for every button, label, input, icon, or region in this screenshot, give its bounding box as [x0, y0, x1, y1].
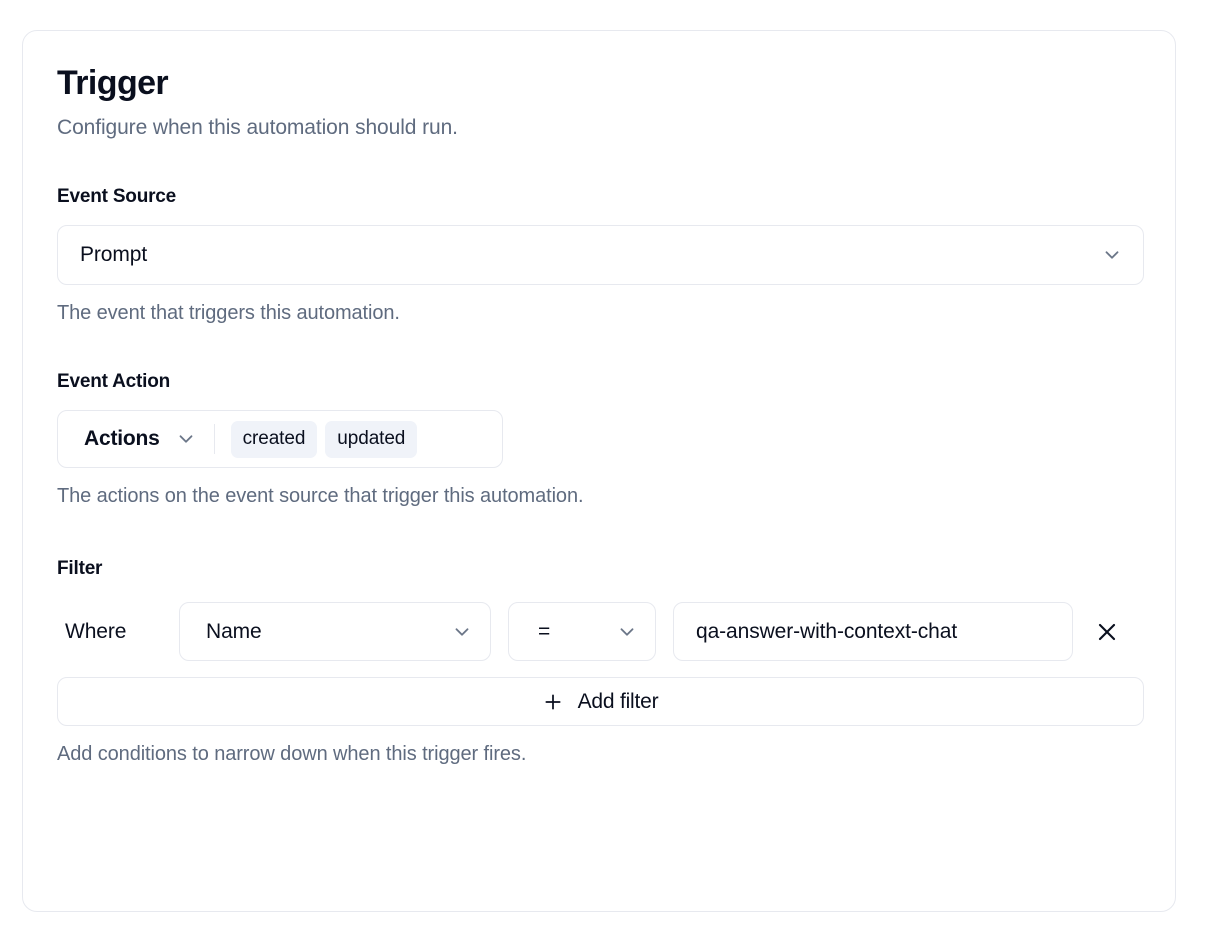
page-subtitle: Configure when this automation should ru… [57, 116, 458, 139]
multiselect-divider [213, 424, 215, 454]
add-filter-button[interactable]: Add filter [57, 677, 1144, 726]
event-action-select-label: Actions [84, 427, 160, 450]
filter-operator-value: = [538, 619, 551, 643]
event-source-field: Event Source Prompt The event that trigg… [57, 185, 1144, 326]
chevron-down-icon [616, 621, 638, 643]
remove-filter-button[interactable] [1079, 604, 1135, 660]
filter-label: Filter [57, 558, 103, 579]
filter-value-text: qa-answer-with-context-chat [696, 619, 958, 643]
event-action-field: Event Action Actions created updated The… [57, 370, 1141, 509]
close-icon [1095, 620, 1119, 644]
event-source-label: Event Source [57, 186, 177, 207]
event-action-help: The actions on the event source that tri… [57, 485, 584, 507]
event-action-chip[interactable]: created [230, 420, 318, 458]
filter-value-input[interactable]: qa-answer-with-context-chat [673, 602, 1073, 661]
trigger-card: Trigger Configure when this automation s… [22, 30, 1176, 912]
filter-operator-select[interactable]: = [508, 602, 656, 661]
event-source-select[interactable]: Prompt [57, 225, 1144, 285]
where-label: Where [65, 619, 127, 643]
chevron-down-icon [451, 621, 473, 643]
filter-field: Filter Where Name = [57, 557, 1144, 767]
event-action-multiselect[interactable]: Actions created updated [57, 410, 503, 468]
event-action-chip[interactable]: updated [325, 420, 418, 458]
filter-row: Where Name = [57, 602, 1141, 661]
filter-field-value: Name [206, 619, 262, 643]
event-source-value: Prompt [80, 243, 148, 266]
event-action-chips: created updated [230, 420, 418, 458]
chevron-down-icon [1101, 244, 1123, 266]
chevron-down-icon [175, 428, 197, 450]
filter-field-select[interactable]: Name [179, 602, 491, 661]
plus-icon [543, 692, 563, 712]
page-title: Trigger [57, 64, 169, 102]
event-action-label: Event Action [57, 371, 171, 392]
add-filter-label: Add filter [577, 689, 659, 713]
event-source-help: The event that triggers this automation. [57, 302, 400, 324]
filter-help: Add conditions to narrow down when this … [57, 743, 527, 765]
